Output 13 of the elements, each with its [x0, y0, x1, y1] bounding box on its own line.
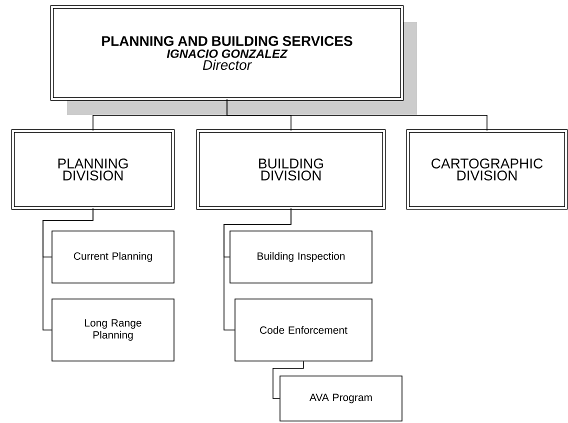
- unit-box: Code Enforcement: [234, 298, 372, 362]
- connector: [42, 208, 94, 330]
- unit-box: Current Planning: [52, 230, 174, 284]
- connector: [224, 208, 292, 330]
- division-box: CARTOGRAPHIC DIVISION: [406, 129, 568, 210]
- unit-box: Building Inspection: [230, 230, 372, 284]
- director-box: PLANNING AND BUILDING SERVICES IGNACIO GONZALEZ Director: [50, 5, 404, 101]
- division-box: BUILDING DIVISION: [196, 129, 386, 210]
- unit-box: AVA Program: [280, 376, 402, 422]
- division-box: PLANNING DIVISION: [11, 129, 175, 210]
- connector: [226, 98, 488, 132]
- connector: [272, 361, 304, 399]
- unit-box: Long Range Planning: [52, 298, 174, 362]
